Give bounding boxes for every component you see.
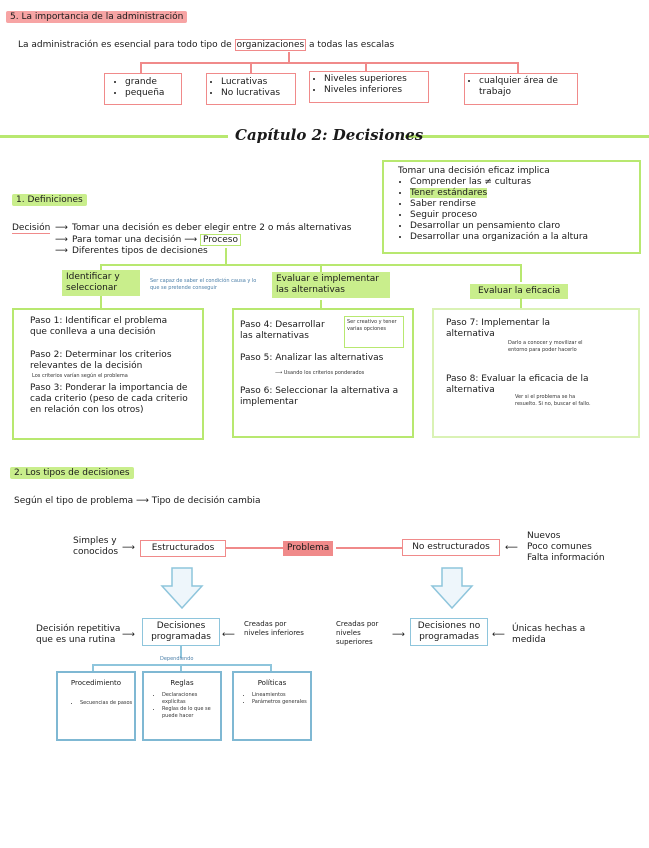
step-8: Paso 8: Evaluar la eficacia de la altern… xyxy=(446,374,589,395)
repetitive-decision: Decisión repetitiva que es una rutina xyxy=(36,624,121,645)
steps-evaluate-box xyxy=(232,308,414,438)
section2-heading: 2. Los tipos de decisiones xyxy=(10,467,134,479)
depends-label: Dependiendo xyxy=(160,656,194,662)
created-low: Creadas por niveles inferiores xyxy=(244,620,304,637)
policies-box: Políticas LineamientosParámetros general… xyxy=(232,671,312,741)
created-high: Creadas por niveles superiores xyxy=(336,620,379,646)
section1-heading: 1. Definiciones xyxy=(12,194,87,206)
step-2-note: Los criterios varían según el problema xyxy=(32,373,128,379)
unstructured-box: No estructurados xyxy=(402,539,500,556)
definition-3: Diferentes tipos de decisiones xyxy=(72,246,208,256)
procedure-box: Procedimiento Secuencias de pasos xyxy=(56,671,136,741)
area-box: cualquier área de trabajo xyxy=(464,73,578,105)
steps-efficacy-box xyxy=(432,308,640,438)
step-5: Paso 5: Analizar las alternativas xyxy=(240,353,384,363)
step-5-note: ⟶ Usando los criterios ponderados xyxy=(275,370,365,376)
step-4-note: Ser creativo y tener varias opciones xyxy=(344,316,404,348)
non-programmed-box: Decisiones no programadas xyxy=(410,618,488,646)
phase-evaluate: Evaluar e implementar las alternativas xyxy=(272,272,390,298)
definition-2: Para tomar una decisión ⟶ Proceso xyxy=(72,234,241,246)
section2-intro: Según el tipo de problema ⟶ Tipo de deci… xyxy=(14,496,261,506)
new-items: Nuevos Poco comunes Falta información xyxy=(527,531,605,563)
effective-decision-box: Tomar una decisión eficaz implica Compre… xyxy=(382,160,641,254)
unique-decisions: Únicas hechas a medida xyxy=(512,624,586,645)
step-8-note: Ver si el problema se ha resuelto. Si no… xyxy=(515,394,591,407)
definition-1: Tomar una decisión es deber elegir entre… xyxy=(72,223,352,233)
step-4: Paso 4: Desarrollar las alternativas xyxy=(240,320,325,341)
step-2: Paso 2: Determinar los criterios relevan… xyxy=(30,350,172,371)
down-arrow-icon xyxy=(430,567,474,610)
step-3: Paso 3: Ponderar la importancia de cada … xyxy=(30,383,188,415)
structured-box: Estructurados xyxy=(140,540,226,557)
step-7: Paso 7: Implementar la alternativa xyxy=(446,318,551,339)
phase-identify: Identificar y seleccionar xyxy=(62,270,140,296)
problem-label: Problema xyxy=(283,541,334,556)
levels-box: Niveles superioresNiveles inferiores xyxy=(309,71,429,103)
scale-box: grandepequeña xyxy=(104,73,182,105)
chapter-title: Capítulo 2: Decisiones xyxy=(235,126,424,144)
step-6: Paso 6: Seleccionar la alternativa a imp… xyxy=(240,386,399,407)
programmed-box: Decisiones programadas xyxy=(142,618,220,646)
lucrative-box: LucrativasNo lucrativas xyxy=(206,73,296,105)
decision-term: Decisión xyxy=(12,223,51,234)
steps-identify-box xyxy=(12,308,204,440)
section5-heading: 5. La importancia de la administración xyxy=(6,11,188,23)
section5-intro: La administración es esencial para todo … xyxy=(18,39,395,51)
rules-box: Reglas Declaraciones explícitasReglas de… xyxy=(142,671,222,741)
phase-efficacy: Evaluar la eficacia xyxy=(470,284,569,299)
phase-identify-note: Ser capaz de saber el condición causa y … xyxy=(150,278,257,291)
step-7-note: Darlo a conocer y movilizar el entorno p… xyxy=(508,340,583,353)
simple-known: Simples y conocidos xyxy=(73,536,119,557)
step-1: Paso 1: Identificar el problema que conl… xyxy=(30,316,168,337)
down-arrow-icon xyxy=(160,567,204,610)
